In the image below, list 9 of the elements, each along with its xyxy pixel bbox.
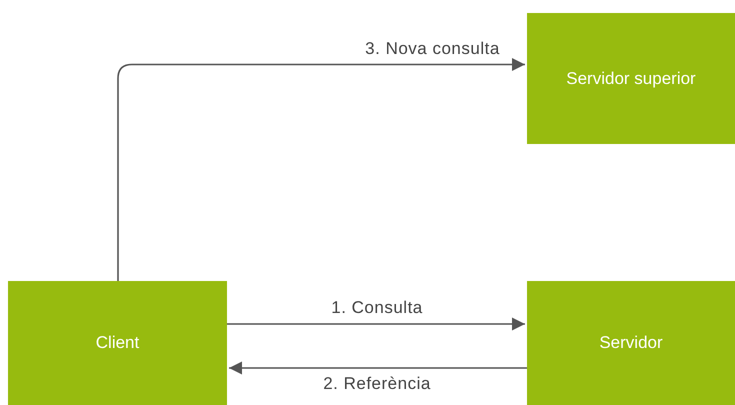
process-box [8,281,227,405]
box-label: Servidor superior [566,68,696,88]
arrow [229,362,527,374]
box-label: Client [96,333,140,353]
process-box [527,281,735,405]
arrow [227,318,525,330]
box-label: Servidor [599,333,663,353]
arrow [117,58,525,281]
process-box [527,13,735,144]
